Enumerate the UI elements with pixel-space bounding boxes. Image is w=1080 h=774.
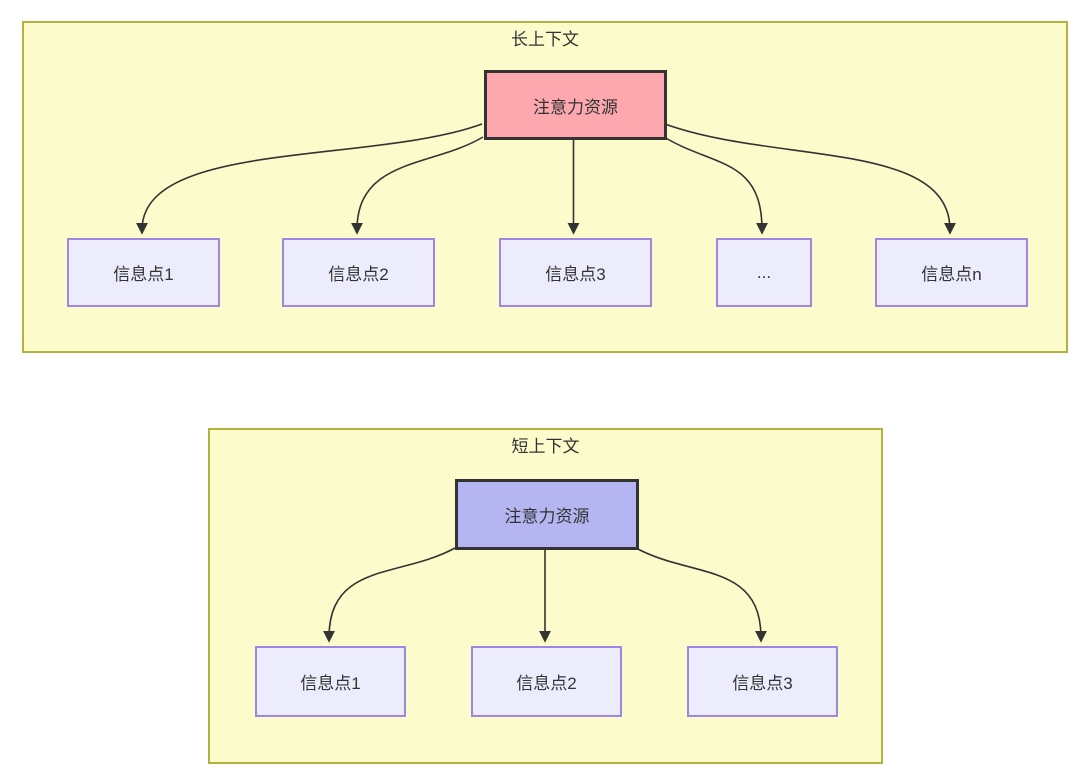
long-info-point-2: 信息点2	[282, 238, 435, 307]
group-short-context: 短上下文 注意力资源 信息点1 信息点2 信息点3	[208, 428, 883, 764]
short-info-point-1: 信息点1	[255, 646, 406, 717]
short-context-attention-node: 注意力资源	[455, 479, 639, 550]
long-info-point-n: 信息点n	[875, 238, 1028, 307]
group-long-context-title: 长上下文	[511, 30, 579, 49]
short-info-point-2: 信息点2	[471, 646, 622, 717]
group-short-context-title: 短上下文	[511, 437, 580, 456]
long-context-attention-node: 注意力资源	[484, 70, 667, 140]
long-info-point-ellipsis: ...	[716, 238, 812, 307]
long-info-point-1: 信息点1	[67, 238, 220, 307]
short-info-point-3: 信息点3	[687, 646, 838, 717]
group-long-context: 长上下文 注意力资源 信息点1 信息点2 信息点3 ... 信息点n	[22, 21, 1068, 353]
long-info-point-3: 信息点3	[499, 238, 652, 307]
